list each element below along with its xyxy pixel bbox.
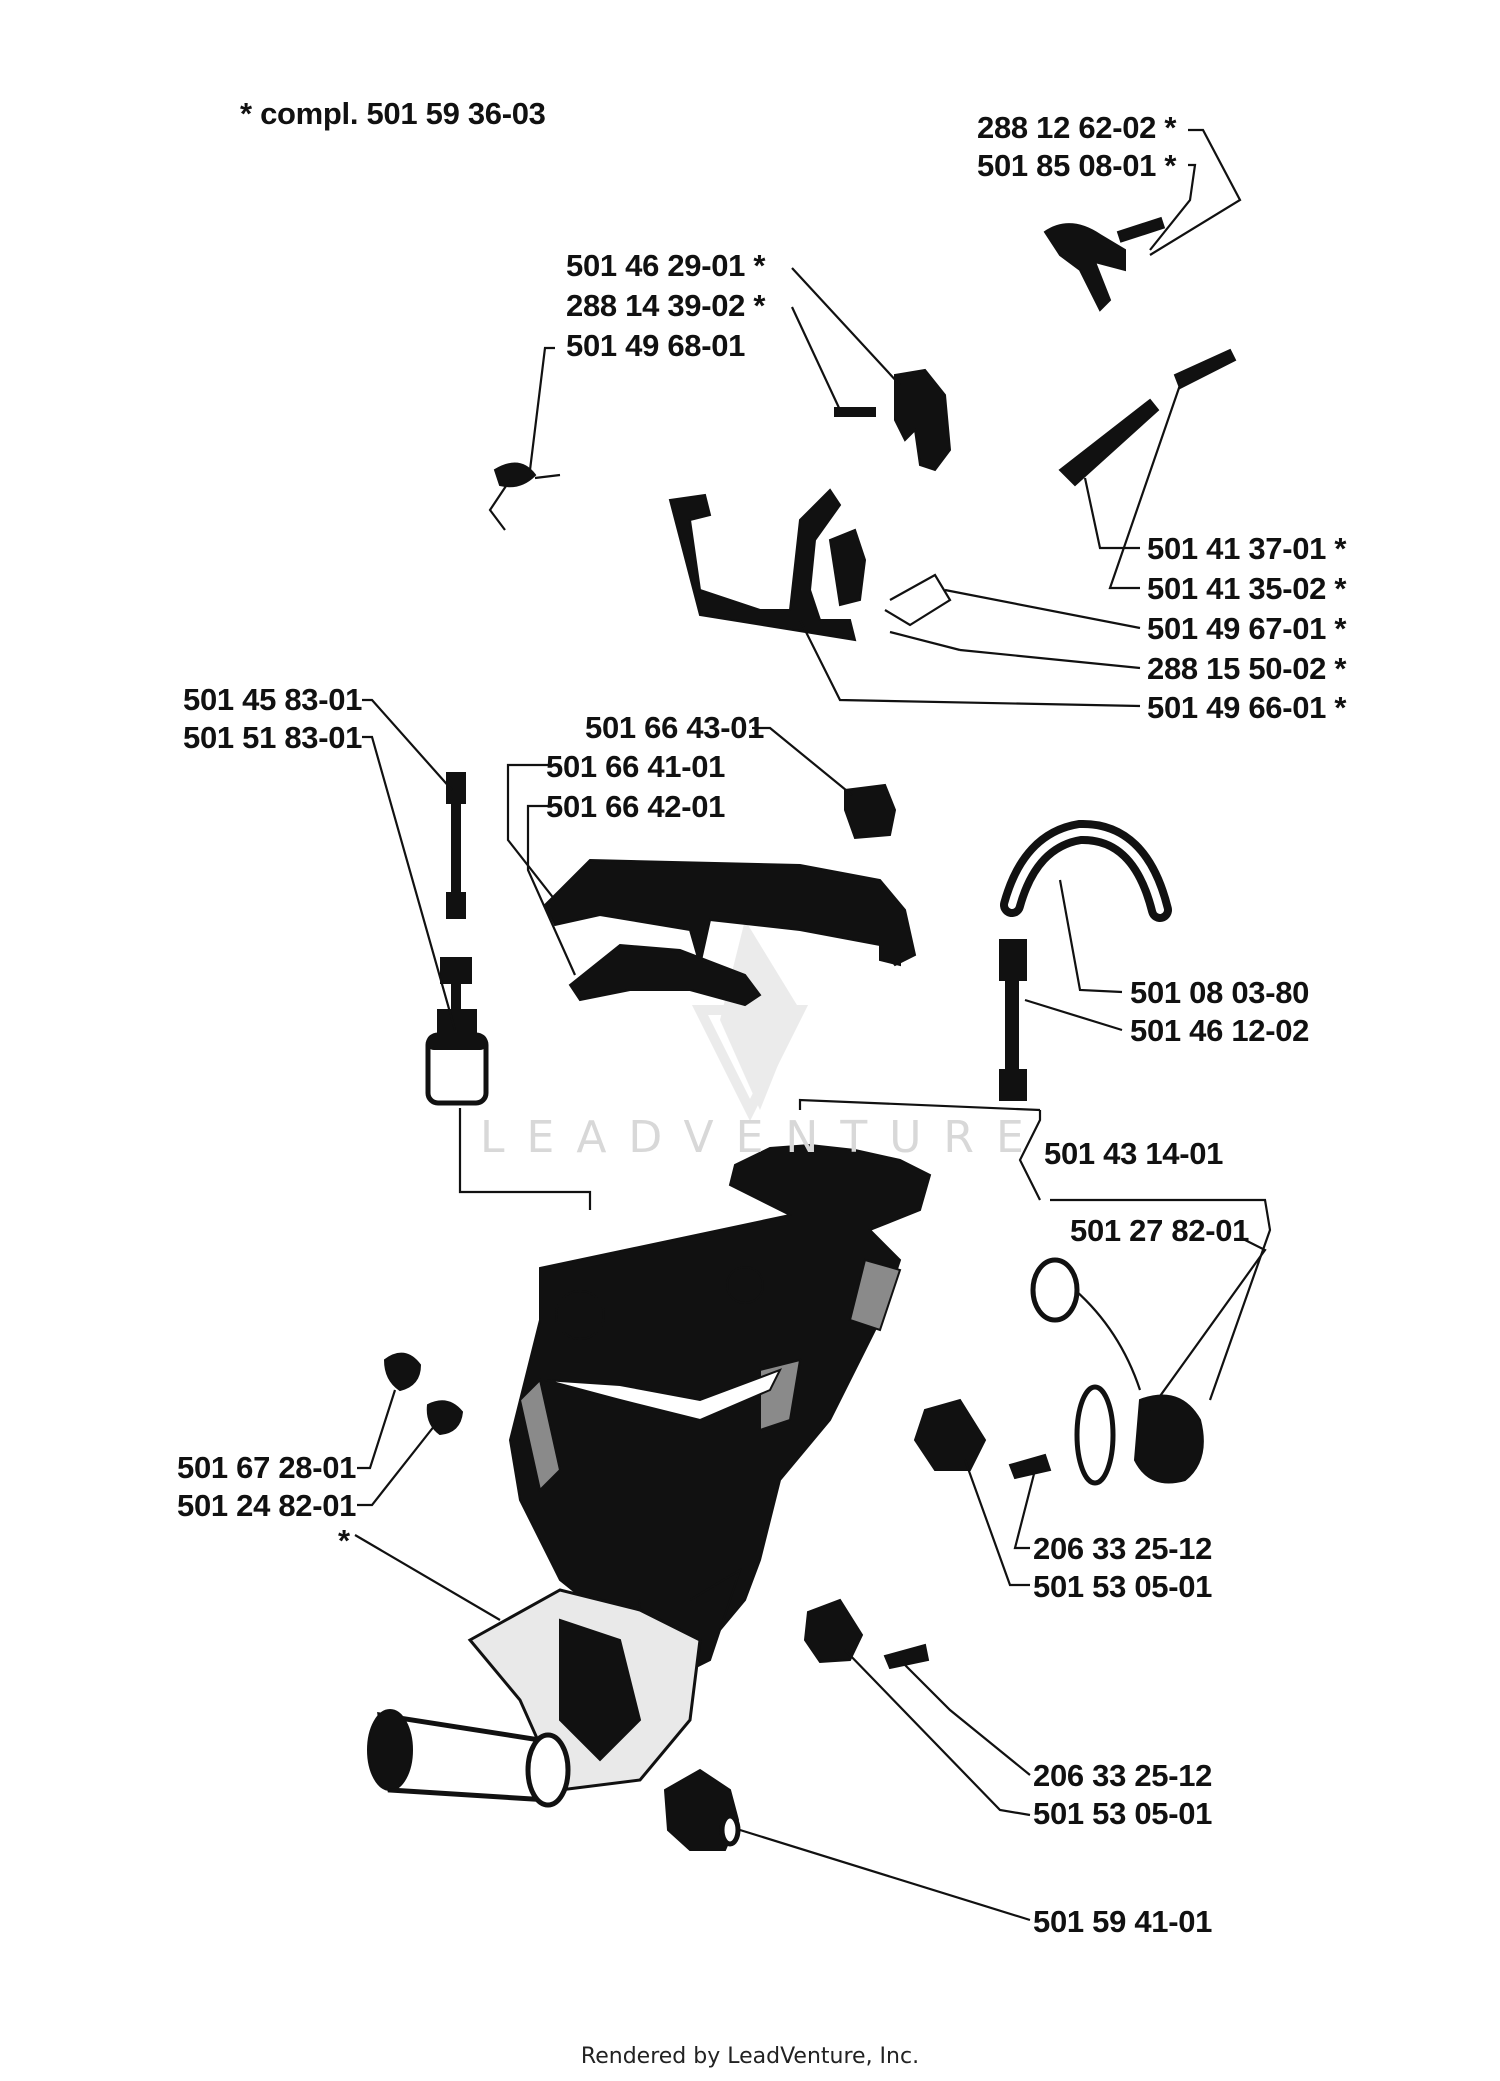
label-501-43-14-01: 501 43 14-01: [1044, 1136, 1224, 1171]
label-501-46-12-02: 501 46 12-02: [1130, 1013, 1310, 1048]
fuel-hose-part: [425, 772, 489, 1106]
watermark-text: LEADVENTURE: [480, 1112, 1046, 1163]
footer-credit: Rendered by LeadVenture, Inc.: [580, 2044, 920, 2069]
watermark-logo: [691, 920, 809, 1122]
handle-grip-part: [568, 943, 762, 1007]
small-block-part: [844, 783, 897, 840]
label-501-66-42-01: 501 66 42-01: [546, 789, 726, 824]
label-501-59-41-01: 501 59 41-01: [1033, 1904, 1213, 1939]
label-501-24-82-01: 501 24 82-01: [177, 1488, 357, 1523]
label-501-49-68-01: 501 49 68-01: [566, 328, 746, 363]
label-501-49-66-01: 501 49 66-01 *: [1147, 690, 1347, 725]
throttle-assembly-part: [668, 488, 961, 652]
label-star: *: [338, 1523, 350, 1558]
label-501-27-82-01: 501 27 82-01: [1070, 1213, 1250, 1248]
label-288-14-39-02: 288 14 39-02 *: [566, 288, 766, 323]
label-501-41-37-01: 501 41 37-01 *: [1147, 531, 1347, 566]
label-501-49-67-01: 501 49 67-01 *: [1147, 611, 1347, 646]
header-note: * compl. 501 59 36-03: [240, 96, 546, 131]
av-mount-lower-part: [803, 1598, 930, 1670]
label-501-66-41-01: 501 66 41-01: [546, 749, 726, 784]
label-501-51-83-01: 501 51 83-01: [183, 720, 363, 755]
label-501-53-05-01-upper: 501 53 05-01: [1033, 1569, 1213, 1604]
nuts-part: [383, 1352, 464, 1436]
fuel-hose-right-part: [999, 939, 1027, 1101]
main-housing-part: [367, 1143, 932, 1808]
leader-lines: [354, 128, 1272, 1922]
label-501-45-83-01: 501 45 83-01: [183, 682, 363, 717]
label-501-41-35-02: 501 41 35-02 *: [1147, 571, 1347, 606]
label-288-12-62-02: 288 12 62-02 *: [977, 110, 1177, 145]
av-mount-upper-part: [913, 1398, 1052, 1480]
lock-part: [834, 368, 952, 472]
spring-part: [488, 462, 561, 531]
throttle-rod-part: [1058, 348, 1237, 487]
breather-hose-part: [1000, 819, 1172, 922]
label-501-85-08-01: 501 85 08-01 *: [977, 148, 1177, 183]
rubber-buffer-part: [663, 1768, 741, 1851]
label-501-53-05-01-lower: 501 53 05-01: [1033, 1796, 1213, 1831]
label-206-33-25-12-lower: 206 33 25-12: [1033, 1758, 1213, 1793]
label-501-67-28-01: 501 67 28-01: [177, 1450, 357, 1485]
tank-cap-part: [1030, 1257, 1204, 1486]
label-206-33-25-12-upper: 206 33 25-12: [1033, 1531, 1213, 1566]
label-501-08-03-80: 501 08 03-80: [1130, 975, 1310, 1010]
label-501-46-29-01: 501 46 29-01 *: [566, 248, 766, 283]
label-501-66-43-01: 501 66 43-01: [585, 710, 765, 745]
handle-cover-part: [543, 858, 917, 967]
stop-switch-part: [1043, 216, 1166, 312]
label-288-15-50-02: 288 15 50-02 *: [1147, 651, 1347, 686]
